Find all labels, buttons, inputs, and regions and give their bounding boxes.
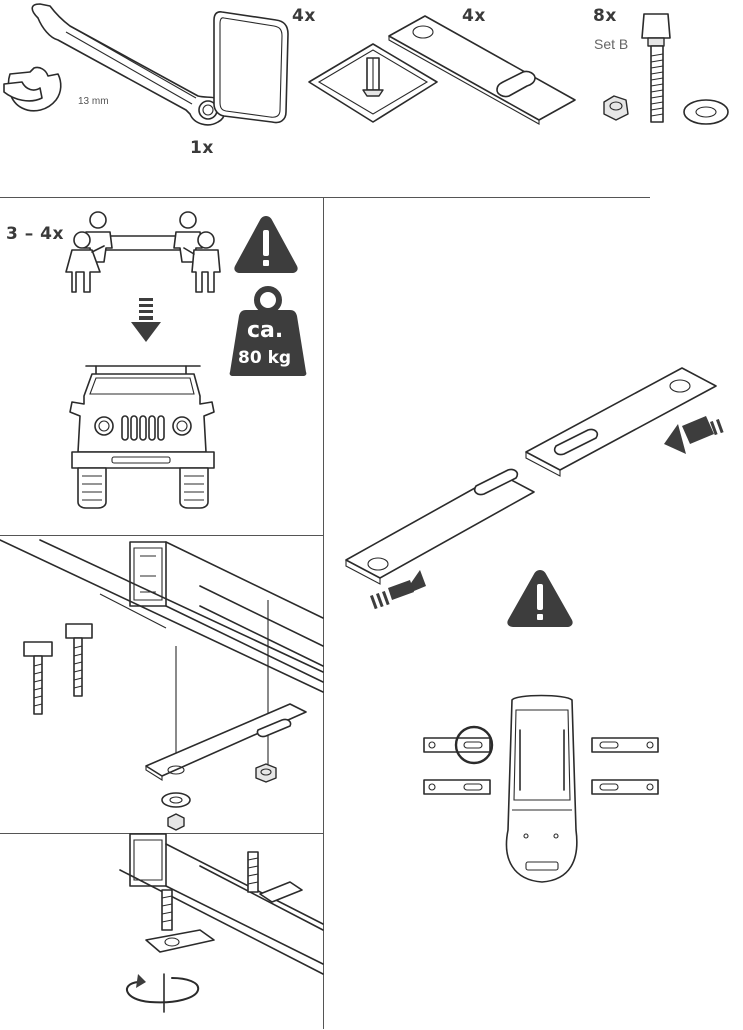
pad-quantity: 4x [292,6,316,26]
down-arrow-icon [131,298,161,342]
bolt-set-label: Set B [594,36,629,52]
weight-value: 80 kg [238,348,292,368]
warning-triangle-icon [234,216,298,273]
people-carrying-icon [65,211,221,293]
wrench-size-label: 13 mm [78,96,109,107]
wrench-icon [3,3,226,126]
vehicle-front-icon [69,365,215,509]
plate-quantity: 4x [462,6,486,26]
tighten-assembly-icon [119,833,324,1013]
people-count: 3 – 4x [6,224,64,244]
vehicle-top-icon [423,694,659,883]
square-plate-icon [308,43,438,123]
weight-icon [229,286,307,376]
sliding-plates-icon [345,367,724,610]
rubber-pad-icon [213,11,289,124]
rail-assembly-icon [0,539,324,831]
wrench-quantity: 1x [190,138,214,158]
weight-prefix: ca. [247,318,284,343]
separator-left-1 [0,535,323,536]
separator-vertical [323,197,324,1029]
bolt-quantity: 8x [593,6,617,26]
bolt-set-icon [603,13,729,125]
warning-triangle-icon [507,570,573,627]
separator-top [0,197,650,198]
plate-icon [388,15,576,125]
